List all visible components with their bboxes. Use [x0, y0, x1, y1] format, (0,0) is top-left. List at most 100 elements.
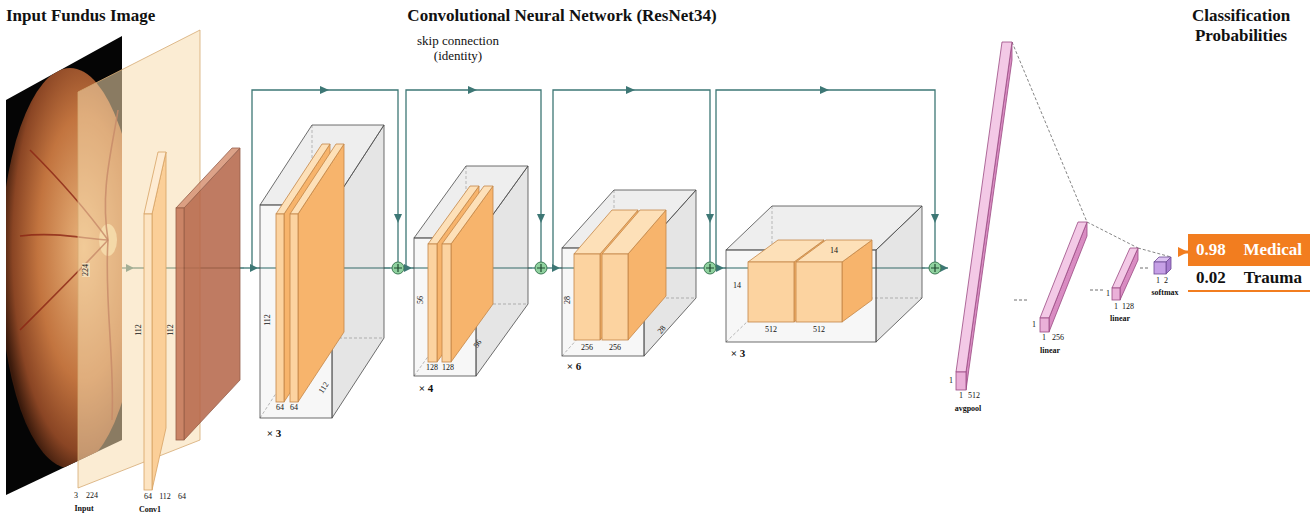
- probability-value: 0.98: [1196, 240, 1226, 260]
- layer-shape: [134, 140, 244, 520]
- residual-block: 5612812856× 4: [412, 160, 532, 400]
- dimension-label: 1: [948, 377, 954, 385]
- dimension-label: 1: [1155, 277, 1161, 285]
- layer-shape: [948, 36, 1014, 418]
- sum-plus: [537, 264, 545, 272]
- layer-name: linear: [1039, 347, 1061, 355]
- residual-block: 1126464112× 3: [258, 118, 390, 448]
- skip-arrow-head: [626, 86, 635, 94]
- dimension-label: 14: [829, 247, 839, 255]
- section-heading: Input Fundus Image: [6, 6, 206, 26]
- block-front: [276, 214, 284, 402]
- layer-block: [726, 206, 922, 342]
- sum-plus: [931, 264, 939, 272]
- dimension-label: 1: [1041, 334, 1047, 342]
- block-front: [1112, 288, 1120, 300]
- skip-arrow-head: [931, 214, 939, 223]
- dimension-label: 64: [177, 493, 187, 501]
- dimension-label: 512: [967, 392, 981, 400]
- layer-name: avgpool: [954, 405, 983, 413]
- block-front: [574, 254, 600, 340]
- hidden-edge: [260, 125, 384, 418]
- pool-layer: 11512avgpool: [948, 36, 1014, 418]
- skip-arrow-head: [537, 214, 545, 223]
- block-top: [1112, 248, 1138, 288]
- class-name: Medical: [1243, 240, 1302, 260]
- block-front: [796, 262, 842, 322]
- skip-arrow-head: [820, 86, 829, 94]
- dimension-label: 256: [1051, 334, 1065, 342]
- sum-circle: [704, 262, 716, 274]
- dimension-label: 3: [73, 492, 79, 500]
- dimension-label: 1: [1105, 290, 1111, 298]
- layer-shape: [258, 118, 390, 448]
- block-top: [1040, 222, 1087, 318]
- dimension-label: 2: [1163, 277, 1169, 285]
- block-front: [442, 244, 451, 362]
- repeat-count: × 6: [566, 361, 583, 372]
- dimension-label: 64: [143, 493, 153, 501]
- output-arrow: [1181, 251, 1188, 254]
- dimension-label: 128: [425, 364, 439, 372]
- input-plane: [78, 30, 200, 488]
- probability-row: 0.98 Medical: [1188, 234, 1310, 266]
- block-top: [176, 148, 240, 208]
- dimension-label: 28: [564, 295, 572, 305]
- block-front: [428, 244, 437, 362]
- hidden-edge: [562, 190, 696, 356]
- dense-layer: 11256linear: [1028, 216, 1090, 362]
- layer-block: [260, 125, 384, 418]
- block-side: [1049, 222, 1087, 332]
- block-front: [144, 214, 152, 490]
- block-top: [1154, 257, 1171, 262]
- dimension-label: 224: [85, 492, 99, 500]
- residual-block: 2825625628× 6: [560, 184, 700, 378]
- sum-plus: [394, 264, 402, 272]
- dimension-label: 224: [82, 263, 90, 277]
- layer-block: [956, 42, 1012, 390]
- layer-block: [144, 152, 166, 490]
- annotation: skip connection (identity): [398, 34, 518, 64]
- block-front: [290, 214, 298, 402]
- block-front: [1154, 262, 1166, 274]
- residual-block: 1414512512× 3: [724, 198, 925, 365]
- skip-arrow-head: [468, 86, 477, 94]
- dimension-label: 112: [264, 313, 272, 327]
- sum-node: [704, 262, 716, 274]
- dimension-label: 112: [167, 323, 175, 337]
- sum-plus: [706, 264, 714, 272]
- conv-layer: 1121126411264Conv1: [134, 140, 244, 520]
- dimension-label: 128: [1121, 303, 1135, 311]
- dimension-label: 512: [812, 326, 826, 334]
- sum-circle: [929, 262, 941, 274]
- repeat-count: × 4: [418, 383, 435, 394]
- dimension-label: 64: [275, 404, 285, 412]
- layer-block: [176, 148, 240, 440]
- block-top: [442, 186, 493, 244]
- layer-name: softmax: [1150, 289, 1179, 297]
- dimension-label: 1: [958, 392, 964, 400]
- layer-block: [414, 166, 528, 376]
- fan-line: [1012, 42, 1171, 257]
- block-front: [1040, 318, 1049, 332]
- probability-row: 0.02Trauma: [1188, 266, 1310, 292]
- block-front: [956, 372, 966, 390]
- layer-name: linear: [1109, 315, 1131, 323]
- skip-arrow-head: [320, 86, 329, 94]
- dimension-label: 56: [417, 295, 425, 305]
- dimension-label: 112: [158, 493, 172, 501]
- dense-layer: 11128linear: [1104, 244, 1140, 330]
- dimension-label: 256: [608, 344, 622, 352]
- sum-node: [535, 262, 547, 274]
- dimension-label: 256: [580, 344, 594, 352]
- layer-name: Input: [73, 505, 94, 513]
- dimension-label: 128: [441, 364, 455, 372]
- sum-circle: [392, 262, 404, 274]
- layer-block: [1154, 257, 1171, 274]
- dashed-link: [1140, 268, 1150, 269]
- block-front: [176, 208, 184, 440]
- repeat-count: × 3: [730, 348, 747, 359]
- input-image: 224 3 224Input: [4, 30, 122, 518]
- skip-arrow-head: [706, 214, 714, 223]
